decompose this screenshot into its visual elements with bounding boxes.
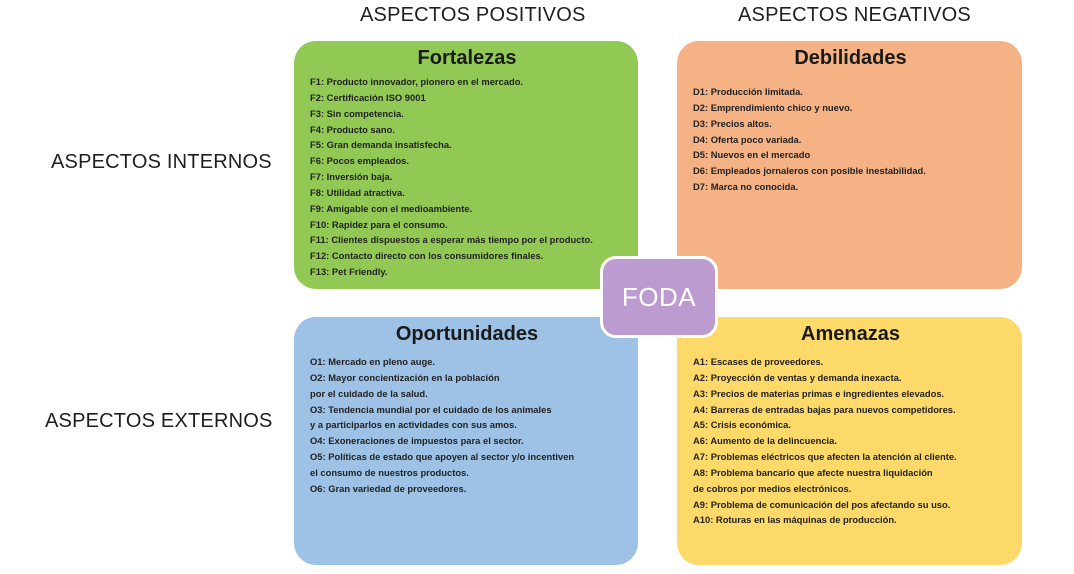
fortalezas-title: Fortalezas xyxy=(417,47,517,69)
list-item: F3: Sin competencia. xyxy=(310,107,404,119)
list-item: A5: Crisis económica. xyxy=(693,419,791,431)
fortalezas-list: F1: Producto innovador, pionero en el me… xyxy=(310,74,624,280)
list-item: A7: Problemas eléctricos que afecten la … xyxy=(693,451,957,463)
list-item: D7: Marca no conocida. xyxy=(693,181,799,193)
list-item: O4: Exoneraciones de impuestos para el s… xyxy=(310,435,524,447)
amenazas-title: Amenazas xyxy=(801,323,900,345)
header-aspectos-externos: ASPECTOS EXTERNOS xyxy=(45,410,273,432)
list-item: F12: Contacto directo con los consumidor… xyxy=(310,250,544,262)
list-item: D2: Emprendimiento chico y nuevo. xyxy=(693,101,853,113)
list-item: O6: Gran variedad de proveedores. xyxy=(310,482,467,494)
list-item: F11: Clientes dispuestos a esperar más t… xyxy=(310,234,593,246)
header-aspectos-positivos: ASPECTOS POSITIVOS xyxy=(360,4,586,26)
quadrant-oportunidades: Oportunidades O1: Mercado en pleno auge.… xyxy=(294,317,638,565)
list-item: F2: Certificación ISO 9001 xyxy=(310,91,426,103)
list-item: F13: Pet Friendly. xyxy=(310,266,388,278)
list-item: A1: Escases de proveedores. xyxy=(693,356,824,367)
list-item: D6: Empleados jornaleros con posible ine… xyxy=(693,165,926,177)
debilidades-title: Debilidades xyxy=(794,47,907,69)
list-item: D4: Oferta poco variada. xyxy=(693,133,802,145)
list-item: D1: Producción limitada. xyxy=(693,86,803,97)
header-aspectos-negativos: ASPECTOS NEGATIVOS xyxy=(738,4,971,26)
list-item: A8: Problema bancario que afecte nuestra… xyxy=(693,466,933,494)
list-item: D3: Precios altos. xyxy=(693,117,772,129)
list-item: F9: Amigable con el medioambiente. xyxy=(310,202,473,214)
list-item: F10: Rapidez para el consumo. xyxy=(310,218,448,230)
quadrant-amenazas: Amenazas A1: Escases de proveedores. A2: … xyxy=(677,317,1022,565)
list-item: F4: Producto sano. xyxy=(310,123,395,135)
amenazas-list: A1: Escases de proveedores. A2: Proyecció… xyxy=(693,354,1008,528)
list-item: A4: Barreras de entradas bajas para nuev… xyxy=(693,403,956,415)
list-item: O5: Políticas de estado que apoyen al se… xyxy=(310,451,575,478)
list-item: O2: Mayor concientización en la població… xyxy=(310,371,500,399)
list-item: F7: Inversión baja. xyxy=(310,171,393,183)
oportunidades-title: Oportunidades xyxy=(395,323,539,345)
oportunidades-list: O1: Mercado en pleno auge. O2: Mayor conc… xyxy=(310,354,624,497)
debilidades-list: D1: Producción limitada. D2: Emprendimien… xyxy=(693,84,1008,195)
list-item: A6: Aumento de la delincuencia. xyxy=(693,435,837,447)
list-item: O3: Tendencia mundial por el cuidado de … xyxy=(310,403,552,431)
list-item: A9: Problema de comunicación del pos afe… xyxy=(693,498,951,510)
header-aspectos-internos: ASPECTOS INTERNOS xyxy=(51,151,272,173)
list-item: F5: Gran demanda insatisfecha. xyxy=(310,139,452,151)
list-item: F6: Pocos empleados. xyxy=(310,155,409,167)
list-item: O1: Mercado en pleno auge. xyxy=(310,356,436,367)
quadrant-debilidades: Debilidades D1: Producción limitada. D2: … xyxy=(677,41,1022,289)
list-item: A3: Precios de materias primas e ingredi… xyxy=(693,387,945,399)
list-item: D5: Nuevos en el mercado xyxy=(693,149,811,161)
list-item: A10: Roturas en las máquinas de producci… xyxy=(693,514,897,526)
quadrant-fortalezas: Fortalezas F1: Producto innovador, pione… xyxy=(294,41,638,289)
foda-center-badge: FODA xyxy=(600,256,718,338)
list-item: F8: Utilidad atractiva. xyxy=(310,186,405,198)
list-item: F1: Producto innovador, pionero en el me… xyxy=(310,76,524,87)
list-item: A2: Proyección de ventas y demanda inexa… xyxy=(693,371,902,383)
